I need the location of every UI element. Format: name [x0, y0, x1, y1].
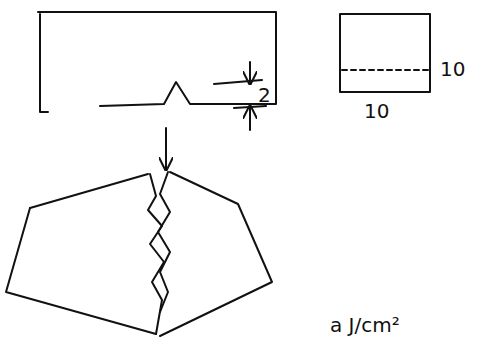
- dimension-line: [214, 80, 262, 84]
- fracture-line: [158, 172, 170, 312]
- dimension-line: [234, 106, 266, 108]
- notch-depth-line: [342, 69, 428, 71]
- dimension-label: 10: [440, 58, 465, 80]
- process-arrow: [165, 128, 167, 170]
- broken-piece: [6, 208, 156, 334]
- cross-section: [340, 14, 430, 92]
- broken-piece: [160, 172, 272, 336]
- note-text: a J/cm²: [330, 314, 400, 336]
- dimension-arrow: [249, 62, 251, 84]
- beam-left-edge: [40, 14, 48, 112]
- broken-piece: [30, 174, 148, 208]
- dimension-label: 10: [364, 100, 389, 122]
- dimension-label: 2: [258, 84, 271, 106]
- dimension-arrow: [249, 106, 251, 130]
- beam-outline: [38, 12, 276, 106]
